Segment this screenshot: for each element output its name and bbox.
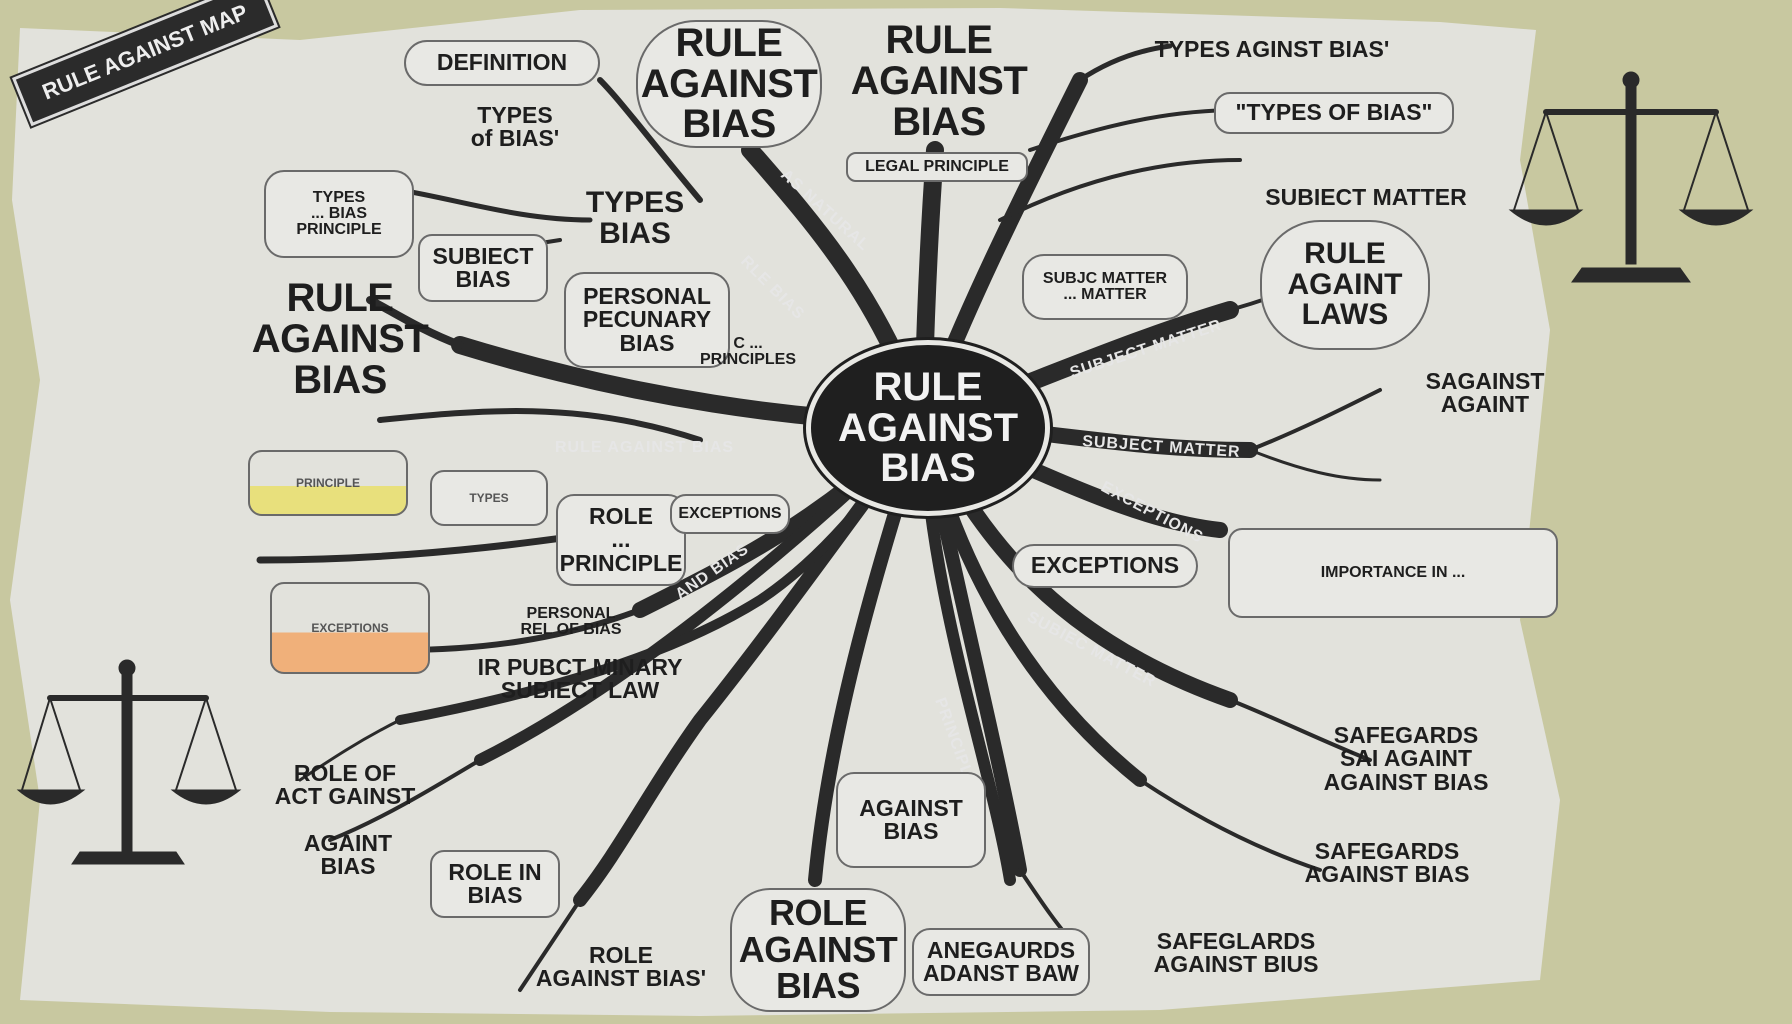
branch-lines [256, 43, 1382, 992]
note-box[interactable]: EXCEPTIONS [270, 582, 430, 674]
subject-matter-node[interactable]: SUBIECT MATTER [1265, 184, 1467, 210]
central-topic[interactable]: RULE AGAINST BIAS [806, 340, 1050, 516]
types-bias-principle-node[interactable]: TYPES ... BIAS PRINCIPLE [264, 170, 414, 258]
types-of-bias-node[interactable]: "TYPES OF BIAS" [1214, 92, 1454, 134]
principles-node[interactable]: C ... PRINCIPLES [699, 335, 796, 369]
top-title-node[interactable]: RULE AGAINST BIAS [636, 20, 822, 148]
top-title-node[interactable]: RULE AGAINST BIAS [850, 18, 1028, 144]
rule-against-laws-node[interactable]: RULE AGAINT LAWS [1260, 220, 1430, 350]
note-box[interactable]: PRINCIPLE [248, 450, 408, 516]
role-in-bias-node[interactable]: ROLE IN BIAS [430, 850, 560, 918]
branch-label: RULE AGAINST BIAS [555, 439, 734, 456]
role-against-bias-node[interactable]: ROLE AGAINST BIAS' [535, 942, 707, 992]
safeguards-node[interactable]: SAGAINST AGAINT [1425, 368, 1545, 418]
scales-of-justice-icon [1508, 71, 1754, 283]
personal-pecunary-node[interactable]: PERSONAL PECUNARY BIAS [564, 272, 730, 368]
safeguards-node[interactable]: SAFEGARDS SAI AGAINT AGAINST BIAS [1323, 722, 1489, 795]
role-principle-node[interactable]: ROLE ... PRINCIPLE [556, 494, 686, 586]
definition-node[interactable]: DEFINITION [404, 40, 600, 86]
note-box[interactable]: TYPES [430, 470, 548, 526]
safeguards-node[interactable]: SAFEGARDS AGAINST BIAS [1304, 838, 1470, 888]
role-against-bias-node[interactable]: ROLE AGAINST BIAS [730, 888, 906, 1012]
against-bias-node[interactable]: AGAINST BIAS [836, 772, 986, 868]
types-bias-node[interactable]: TYPES BIAS [585, 186, 685, 250]
role-of-act-node[interactable]: ROLE OF ACT GAINST [274, 760, 416, 810]
subject-matter-node[interactable]: SUBJC MATTER ... MATTER [1022, 254, 1188, 320]
exceptions-node[interactable]: EXCEPTIONS [1012, 544, 1198, 588]
types-of-bias-node[interactable]: TYPES of BIAS' [470, 102, 560, 152]
exceptions-small-node[interactable]: EXCEPTIONS [670, 494, 790, 534]
pubct-minary-node[interactable]: IR PUBCT MINARY SUBIECT LAW [477, 654, 683, 704]
legal-principle-node[interactable]: LEGAL PRINCIPLE [846, 152, 1028, 182]
safeguards-node[interactable]: SAFEGLARDS AGAINST BIUS [1153, 928, 1319, 978]
scales-of-justice-icon [16, 659, 242, 865]
subject-bias-node[interactable]: SUBIECT BIAS [418, 234, 548, 302]
personal-relation-node[interactable]: PERSONAL REL OF BIAS [520, 605, 622, 639]
left-title-node[interactable]: RULE AGAINST BIAS [251, 276, 429, 402]
importance-node[interactable]: IMPORTANCE IN ... [1228, 528, 1558, 618]
safeguards-node[interactable]: ANEGAURDS ADANST BAW [912, 928, 1090, 996]
against-bias-node[interactable]: AGAINT BIAS [303, 830, 393, 880]
types-against-bias-node[interactable]: TYPES AGINST BIAS' [1154, 36, 1390, 62]
